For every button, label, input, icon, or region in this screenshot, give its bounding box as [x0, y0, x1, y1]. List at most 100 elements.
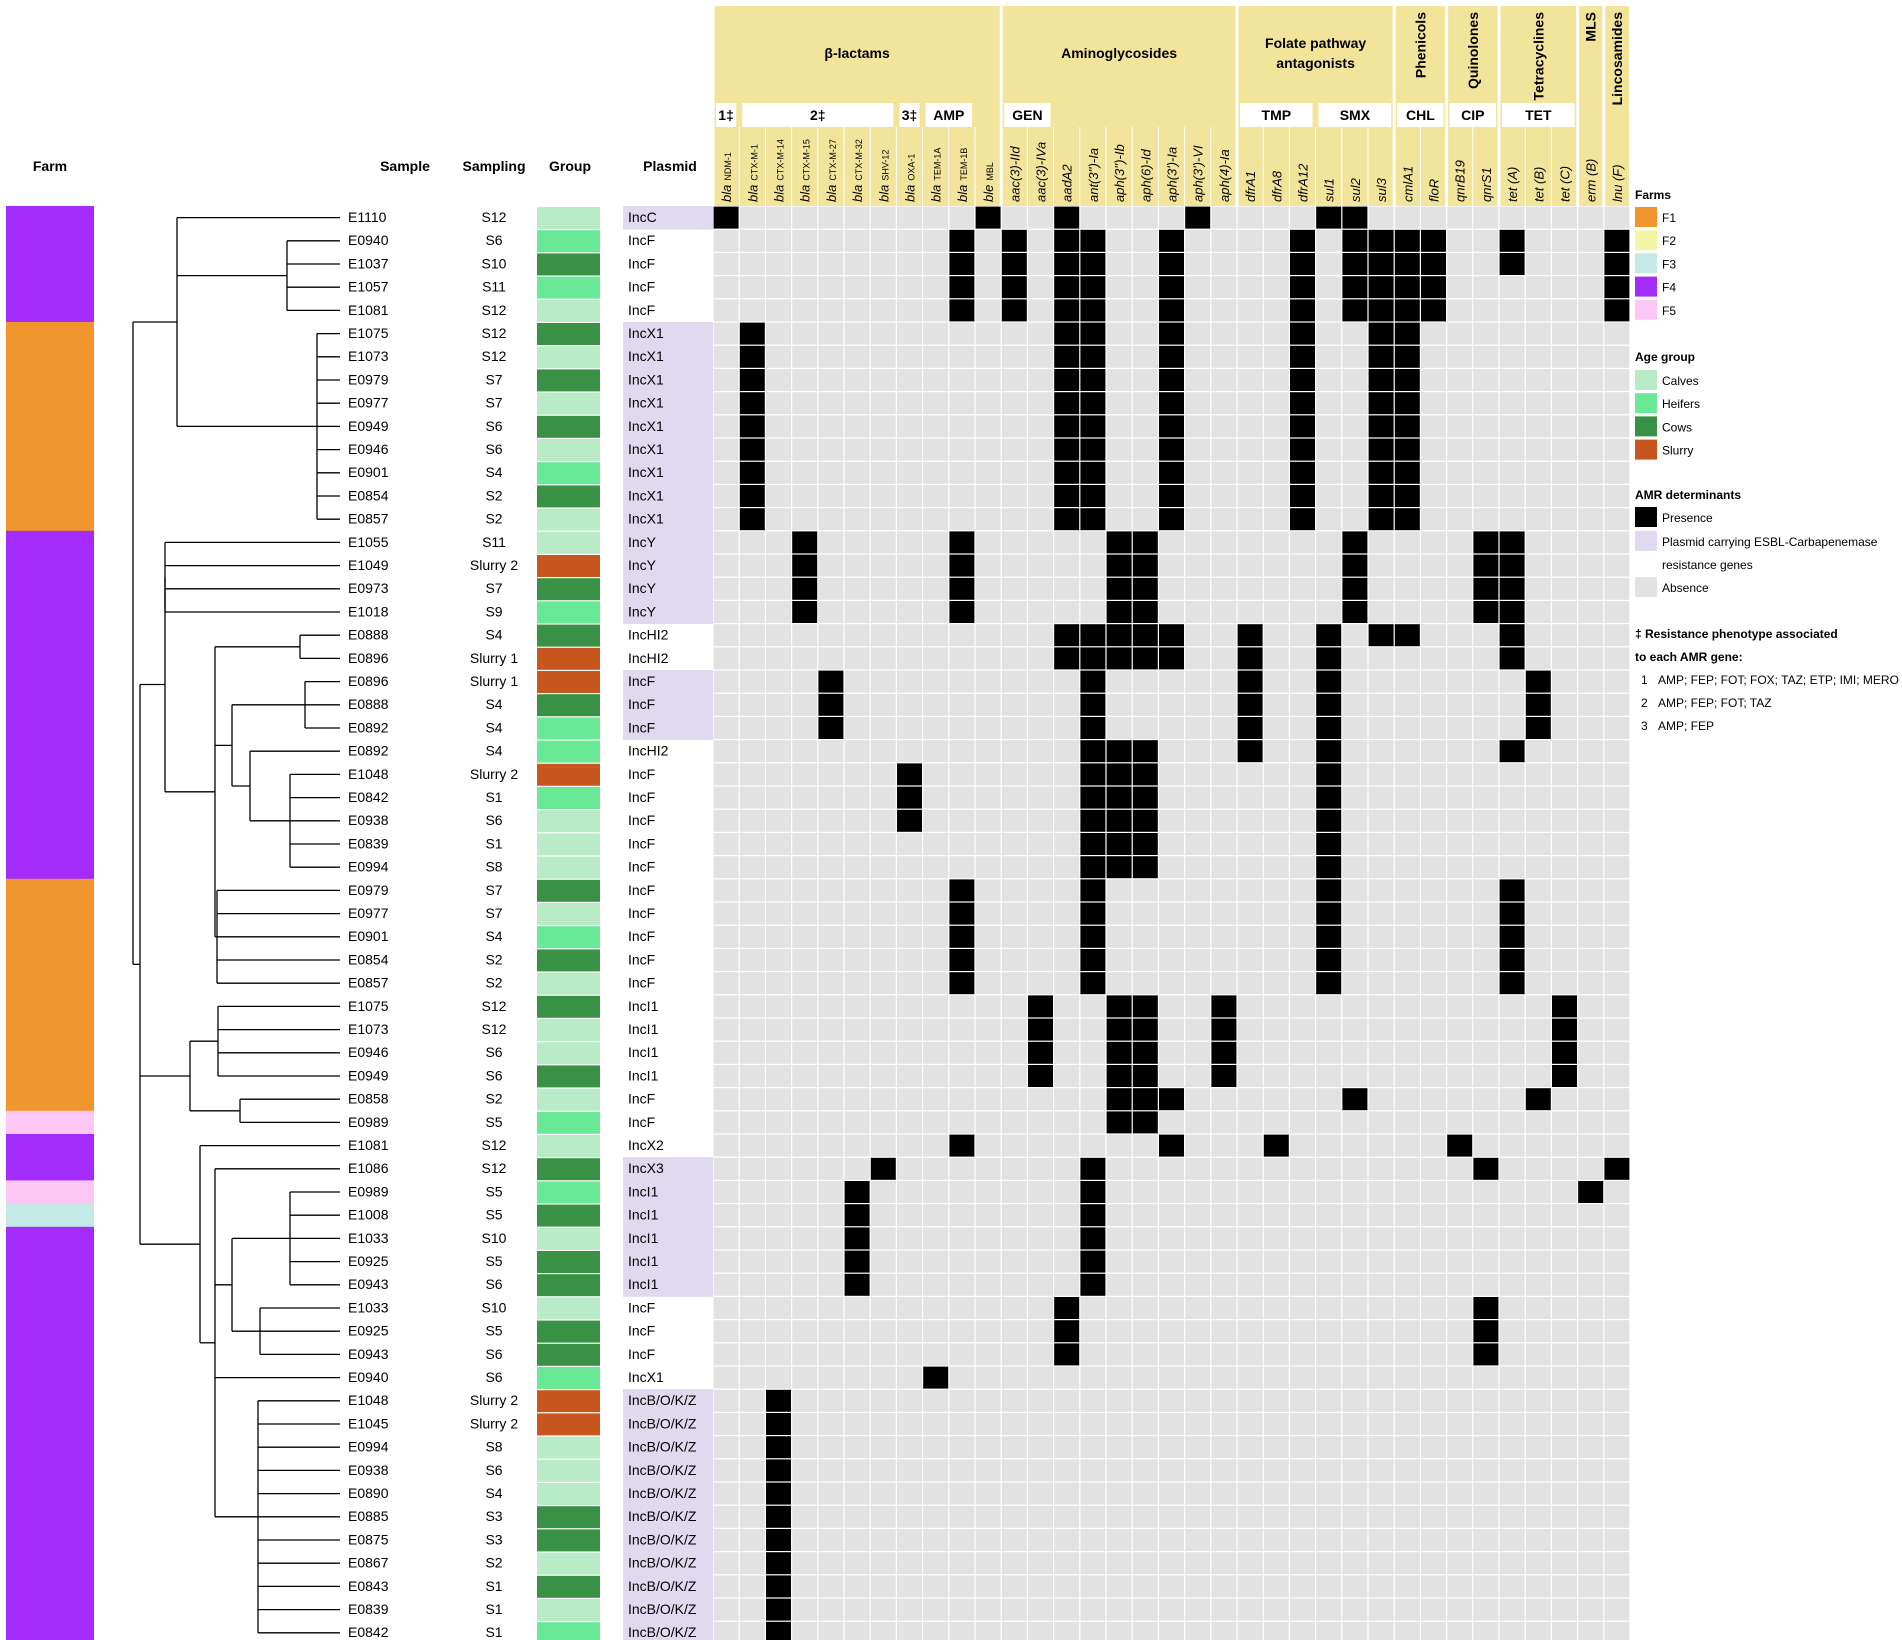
absence-cell: [1211, 809, 1237, 832]
plasmid-label: IncY: [628, 534, 657, 550]
absence-cell: [1473, 1436, 1499, 1459]
absence-cell: [1578, 949, 1604, 971]
absence-cell: [1211, 369, 1237, 391]
subclass-label: 3‡: [902, 107, 918, 123]
subclass-box: [1502, 103, 1575, 127]
presence-cell: [1132, 601, 1158, 623]
absence-cell: [1578, 1227, 1604, 1250]
absence-cell: [792, 1529, 818, 1551]
farm-cell: [6, 438, 94, 462]
plasmid-label: IncF: [628, 673, 655, 689]
absence-cell: [897, 1273, 922, 1296]
presence-cell: [1054, 485, 1080, 507]
absence-cell: [1421, 508, 1446, 531]
absence-cell: [1473, 647, 1499, 670]
absence-cell: [1054, 1529, 1080, 1551]
presence-cell: [1106, 856, 1132, 879]
absence-cell: [1159, 1018, 1184, 1041]
subclass-box: [1004, 103, 1051, 127]
absence-cell: [1028, 345, 1053, 368]
plasmid-label: IncX1: [628, 511, 664, 527]
absence-cell: [739, 1088, 765, 1111]
absence-cell: [1316, 1088, 1342, 1111]
plasmid-label: IncI1: [628, 1067, 659, 1083]
absence-cell: [713, 856, 739, 879]
sample-id: E0940: [348, 1369, 389, 1385]
absence-cell: [1421, 345, 1446, 368]
legend-label: Presence: [1662, 511, 1713, 525]
farm-cell: [6, 809, 94, 833]
absence-cell: [1394, 763, 1420, 786]
absence-cell: [1421, 1482, 1446, 1505]
absence-cell: [818, 786, 844, 809]
absence-cell: [1604, 531, 1630, 554]
absence-cell: [949, 1111, 975, 1134]
absence-cell: [923, 229, 949, 252]
absence-cell: [1106, 276, 1132, 299]
absence-cell: [766, 879, 791, 902]
absence-cell: [1421, 670, 1446, 693]
plasmid-label: IncX1: [628, 1369, 664, 1385]
absence-cell: [949, 1529, 975, 1551]
absence-cell: [1421, 763, 1446, 786]
absence-cell: [1237, 1204, 1263, 1227]
presence-cell: [766, 1575, 791, 1598]
absence-cell: [766, 902, 791, 925]
absence-cell: [1290, 1343, 1315, 1366]
absence-cell: [949, 1088, 975, 1111]
absence-cell: [1525, 856, 1551, 879]
presence-cell: [1054, 461, 1080, 484]
absence-cell: [739, 1273, 765, 1296]
sampling-label: S5: [485, 1253, 502, 1269]
absence-cell: [792, 508, 818, 531]
absence-cell: [1525, 1065, 1551, 1087]
absence-cell: [1578, 1343, 1604, 1366]
absence-cell: [1421, 925, 1446, 948]
absence-cell: [1185, 1436, 1211, 1459]
absence-cell: [1368, 1598, 1394, 1621]
absence-cell: [844, 554, 870, 577]
absence-cell: [1552, 461, 1577, 484]
absence-cell: [949, 1575, 975, 1598]
absence-cell: [766, 345, 791, 368]
absence-cell: [1473, 461, 1499, 484]
absence-cell: [897, 554, 922, 577]
absence-cell: [975, 1227, 1001, 1250]
absence-cell: [1028, 322, 1053, 345]
absence-cell: [975, 415, 1001, 438]
absence-cell: [1421, 461, 1446, 484]
absence-cell: [1263, 1621, 1289, 1640]
gene-label: erm (B): [1584, 159, 1599, 202]
absence-cell: [923, 1320, 949, 1343]
absence-cell: [1132, 1204, 1158, 1227]
absence-cell: [792, 856, 818, 879]
legend-swatch: [1635, 207, 1657, 227]
absence-cell: [713, 1297, 739, 1319]
absence-cell: [1211, 415, 1237, 438]
absence-cell: [1368, 1389, 1394, 1412]
absence-cell: [818, 1227, 844, 1250]
absence-cell: [923, 1552, 949, 1575]
absence-cell: [1604, 763, 1630, 786]
absence-cell: [1499, 670, 1525, 693]
absence-cell: [1499, 1273, 1525, 1296]
absence-cell: [1080, 554, 1106, 577]
absence-cell: [739, 1204, 765, 1227]
absence-cell: [975, 1413, 1001, 1435]
absence-cell: [870, 229, 896, 252]
absence-cell: [975, 1157, 1001, 1180]
absence-cell: [1028, 740, 1053, 763]
absence-cell: [949, 717, 975, 739]
absence-cell: [1106, 902, 1132, 925]
absence-cell: [792, 485, 818, 507]
absence-cell: [818, 438, 844, 461]
absence-cell: [1604, 577, 1630, 600]
absence-cell: [818, 1552, 844, 1575]
farm-cell: [6, 1296, 94, 1321]
absence-cell: [1525, 1413, 1551, 1435]
sample-id: E0925: [348, 1253, 389, 1269]
absence-cell: [1447, 1111, 1473, 1134]
presence-cell: [1316, 647, 1342, 670]
absence-cell: [1342, 1181, 1368, 1203]
absence-cell: [739, 1343, 765, 1366]
